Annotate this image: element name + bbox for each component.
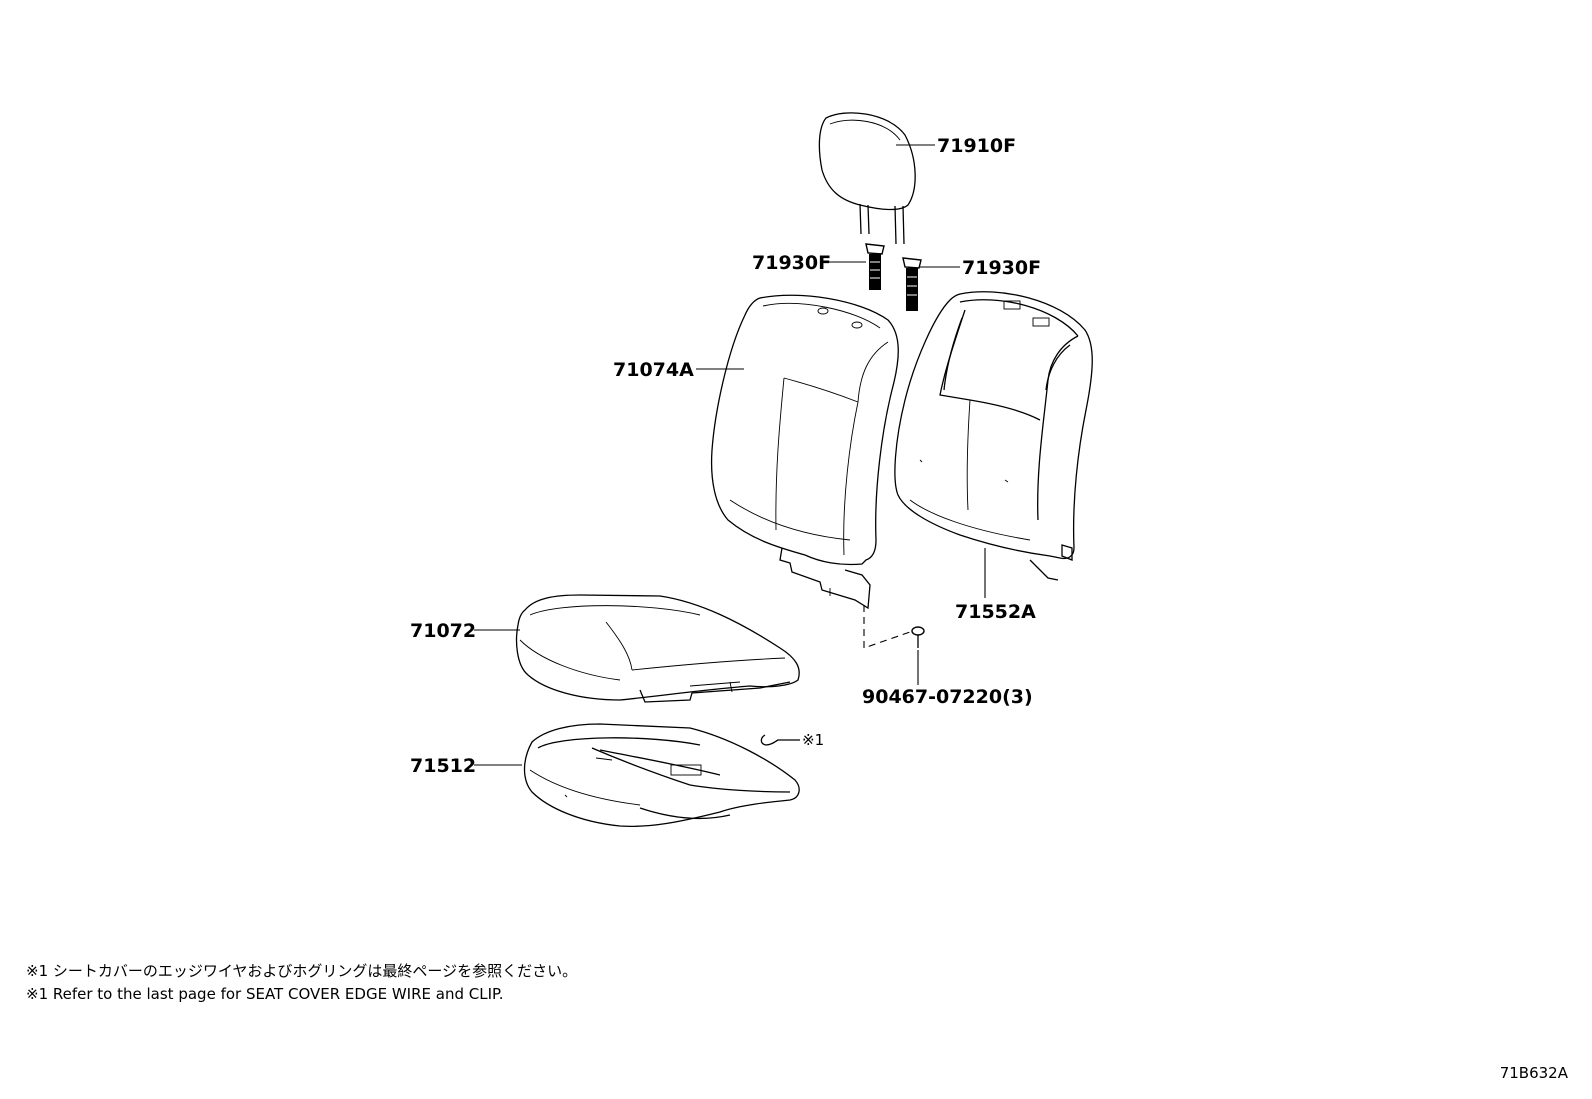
cushion-cover-drawing — [515, 594, 800, 703]
headrest-support-right-drawing — [902, 257, 922, 311]
label-cushion-cover: 71072 — [410, 620, 476, 642]
label-seatback-cover: 71074A — [613, 359, 694, 381]
cushion-pad-drawing — [523, 723, 800, 828]
label-support-right: 71930F — [962, 257, 1041, 279]
seatback-pad-drawing — [894, 291, 1093, 581]
label-clip: 90467-07220(3) — [862, 686, 1033, 708]
diagram-code: 71B632A — [1499, 1064, 1568, 1082]
footnote-english: ※1 Refer to the last page for SEAT COVER… — [26, 985, 504, 1003]
headrest-support-left-drawing — [865, 243, 885, 290]
label-headrest: 71910F — [937, 135, 1016, 157]
clip-drawing — [863, 605, 925, 649]
label-cushion-pad: 71512 — [410, 755, 476, 777]
edge-wire-drawing — [760, 734, 800, 746]
footnote-japanese: ※1 シートカバーのエッジワイヤおよびホグリングは最終ページを参照ください。 — [26, 962, 578, 980]
headrest-drawing — [818, 112, 916, 245]
label-support-left: 71930F — [752, 252, 831, 274]
label-seatback-pad: 71552A — [955, 601, 1036, 623]
seatback-cover-drawing — [710, 294, 899, 610]
label-edge-wire-ref: ※1 — [802, 731, 824, 749]
